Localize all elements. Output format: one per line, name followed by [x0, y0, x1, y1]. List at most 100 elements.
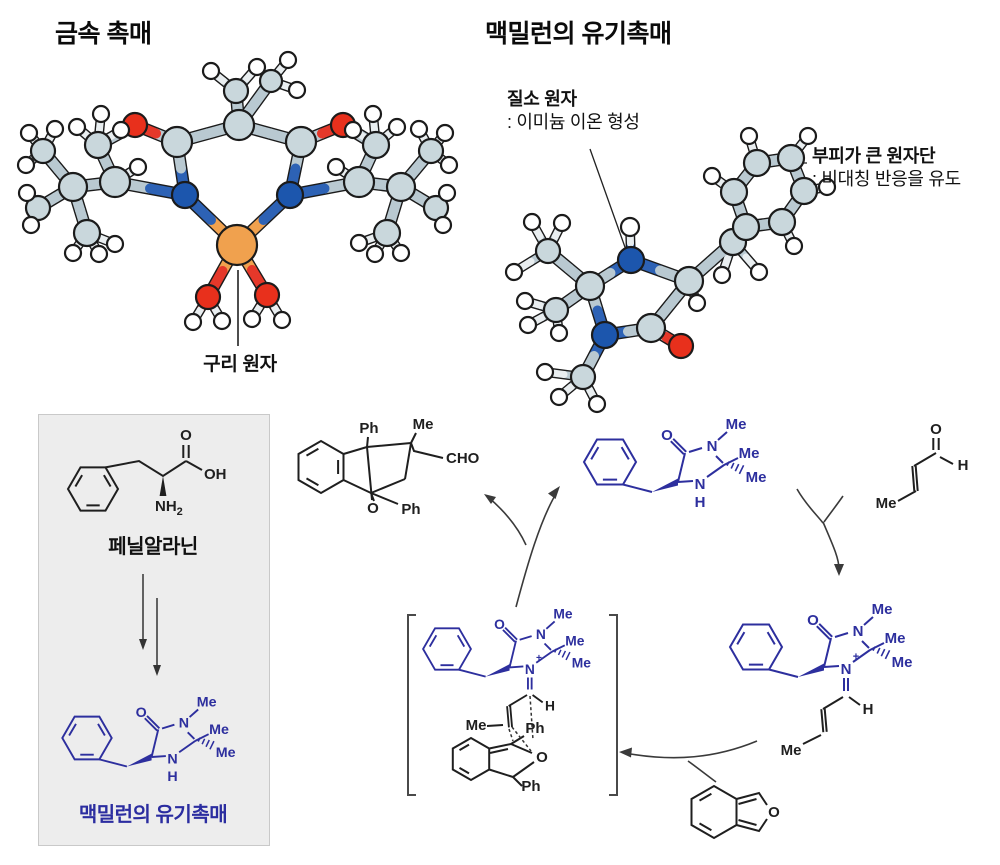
- atom-label-h: H: [958, 457, 969, 474]
- atom-h: [504, 262, 524, 282]
- atom-c: [372, 218, 402, 248]
- atom-c: [742, 148, 772, 178]
- atom-o: [667, 332, 695, 360]
- bulky-group-note-desc: : 비대칭 반응을 유도: [812, 169, 961, 190]
- atom-h: [587, 394, 607, 414]
- atom-h: [89, 244, 109, 264]
- atom-c: [417, 137, 445, 165]
- bulky-group-note-title: 부피가 큰 원자단: [812, 146, 936, 166]
- atom-h: [522, 212, 542, 232]
- atom-label-o: O: [930, 421, 942, 438]
- atom-h: [439, 155, 459, 175]
- atom-o: [194, 283, 222, 311]
- atom-n: [616, 245, 646, 275]
- copper-atom-label: 구리 원자: [203, 354, 277, 375]
- atom-c: [361, 130, 391, 160]
- forming-bonds-dashed: [508, 695, 534, 752]
- atom-h: [111, 120, 131, 140]
- atom-c: [789, 176, 819, 206]
- organo-title: 맥밀런의 유기촉매: [485, 20, 672, 48]
- atom-h: [201, 61, 221, 81]
- atom-h: [326, 157, 346, 177]
- atom-h: [435, 123, 455, 143]
- atom-c: [83, 130, 113, 160]
- atom-h: [363, 104, 383, 124]
- atom-h: [16, 155, 36, 175]
- atom-h: [549, 323, 569, 343]
- atom-h: [798, 126, 818, 146]
- atom-c: [342, 165, 376, 199]
- atom-h: [212, 311, 232, 331]
- atom-h: [365, 244, 385, 264]
- atom-label-o: O: [536, 749, 548, 766]
- atom-h: [518, 315, 538, 335]
- atom-n: [275, 180, 305, 210]
- atom-h: [549, 387, 569, 407]
- metal-catalyst-model: [16, 50, 459, 332]
- atom-cu: [215, 223, 259, 267]
- arrow-merge-right: [823, 495, 844, 523]
- macmillan-structure-cycle: [548, 405, 808, 555]
- crotonaldehyde-structure: O H Me: [876, 421, 969, 512]
- atom-h: [749, 262, 769, 282]
- atom-n: [590, 320, 620, 350]
- phenylalanine-structure: O OH NH2: [66, 427, 227, 518]
- atom-c: [534, 237, 562, 265]
- atom-c: [29, 137, 57, 165]
- atom-label-oh: OH: [204, 466, 227, 483]
- atom-h: [287, 80, 307, 100]
- atom-h: [349, 233, 369, 253]
- arrow-join-isobenzofuran: [687, 760, 717, 783]
- isobenzofuran-structure: O: [690, 784, 780, 840]
- atom-label-nh2: NH2: [155, 498, 183, 518]
- atom-h: [278, 50, 298, 70]
- atom-c: [160, 125, 194, 159]
- brackets: [407, 614, 618, 796]
- atom-c: [284, 125, 318, 159]
- atom-h: [391, 243, 411, 263]
- product-structure: Ph Me CHO O Ph: [297, 416, 480, 518]
- atom-h: [409, 119, 429, 139]
- atom-h: [63, 243, 83, 263]
- atom-c: [776, 143, 806, 173]
- atom-c: [222, 77, 250, 105]
- nitrogen-note-desc: : 이미늄 이온 형성: [507, 112, 640, 133]
- atom-h: [105, 234, 125, 254]
- atom-h: [45, 119, 65, 139]
- synthesis-arrows: [142, 574, 158, 666]
- atom-h: [17, 183, 37, 203]
- atom-c: [635, 312, 667, 344]
- atom-label-ph: Ph: [359, 420, 378, 437]
- phenylalanine-label: 페닐알라닌: [108, 536, 198, 558]
- wedge-bond: [159, 476, 167, 496]
- atom-h: [515, 291, 535, 311]
- metal-title: 금속 촉매: [55, 20, 152, 48]
- atom-c: [57, 171, 89, 203]
- nitrogen-leader-line: [589, 148, 627, 251]
- atom-label-me: Me: [781, 742, 802, 759]
- atom-label-o: O: [180, 427, 192, 444]
- atom-h: [247, 57, 267, 77]
- atom-label-ph: Ph: [525, 720, 544, 737]
- atom-label-me: Me: [466, 717, 487, 734]
- atom-h: [183, 312, 203, 332]
- macmillan-catalyst-label: 맥밀런의 유기촉매: [78, 804, 228, 826]
- atom-label-me: Me: [413, 416, 434, 433]
- atom-h: [817, 177, 837, 197]
- atom-label-o: O: [367, 500, 379, 517]
- atom-h: [67, 117, 87, 137]
- iminium-structure: Me: [690, 583, 1000, 759]
- nitrogen-note: 질소 원자 : 이미늄 이온 형성: [507, 88, 640, 134]
- atom-c: [542, 296, 570, 324]
- atom-h: [784, 236, 804, 256]
- organocatalyst-model: [504, 126, 837, 414]
- atom-h: [242, 309, 262, 329]
- arrowheads: [484, 486, 844, 758]
- nitrogen-note-title: 질소 원자: [507, 89, 577, 109]
- atom-h: [437, 183, 457, 203]
- atom-c: [72, 218, 102, 248]
- atom-h: [535, 362, 555, 382]
- isobenzofuran-ts-part: [451, 724, 535, 787]
- atom-h: [343, 120, 363, 140]
